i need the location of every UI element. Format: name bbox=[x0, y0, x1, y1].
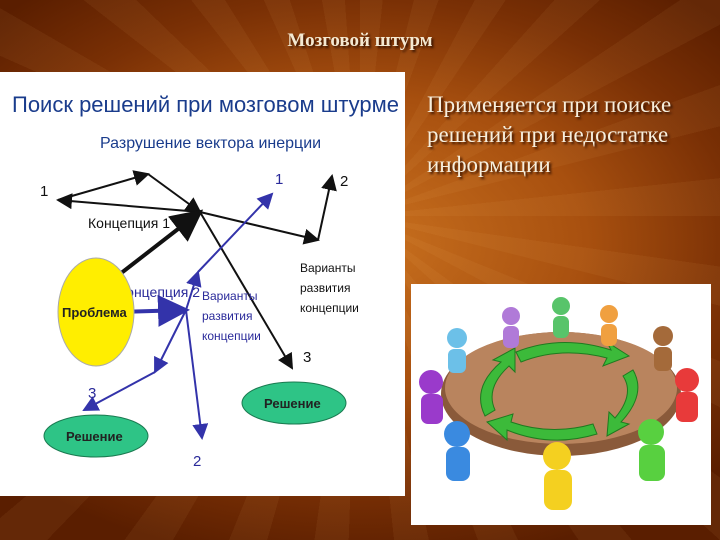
brainstorm-diagram: Поиск решений при мозговом штурме Разруш… bbox=[0, 72, 405, 496]
solution-right-node bbox=[241, 381, 347, 425]
solution-left-label: Решение bbox=[66, 429, 123, 444]
black-arrows bbox=[56, 170, 337, 370]
svg-text:развития: развития bbox=[202, 309, 253, 323]
concept2-label: Концепция 2 bbox=[118, 284, 200, 300]
variants-mid: Варианты развития концепции bbox=[202, 289, 261, 343]
num-2-top: 2 bbox=[340, 173, 348, 190]
round-table-illustration bbox=[411, 284, 711, 525]
svg-text:концепции: концепции bbox=[202, 329, 261, 343]
slide-title: Мозговой штурм bbox=[287, 30, 433, 51]
problem-node bbox=[57, 257, 135, 367]
concept1-label: Концепция 1 bbox=[88, 215, 170, 231]
svg-text:концепции: концепции bbox=[300, 301, 359, 315]
diagram-subheading: Разрушение вектора инерции bbox=[100, 135, 321, 152]
variants-right: Варианты развития концепции bbox=[300, 261, 359, 315]
num-2-bottom: 2 bbox=[193, 453, 201, 470]
num-3-left: 3 bbox=[88, 385, 96, 402]
num-3-right: 3 bbox=[303, 349, 311, 366]
problem-label: Проблема bbox=[62, 305, 128, 320]
svg-text:Варианты: Варианты bbox=[202, 289, 257, 303]
num-1-left: 1 bbox=[40, 183, 48, 200]
num-1-top: 1 bbox=[275, 171, 283, 188]
svg-text:развития: развития bbox=[300, 281, 351, 295]
solution-left-node bbox=[43, 414, 149, 458]
svg-text:Варианты: Варианты bbox=[300, 261, 355, 275]
body-text: Применяется при поиске решений при недос… bbox=[427, 92, 672, 177]
diagram-heading: Поиск решений при мозговом штурме bbox=[12, 92, 399, 117]
solution-right-label: Решение bbox=[264, 396, 321, 411]
